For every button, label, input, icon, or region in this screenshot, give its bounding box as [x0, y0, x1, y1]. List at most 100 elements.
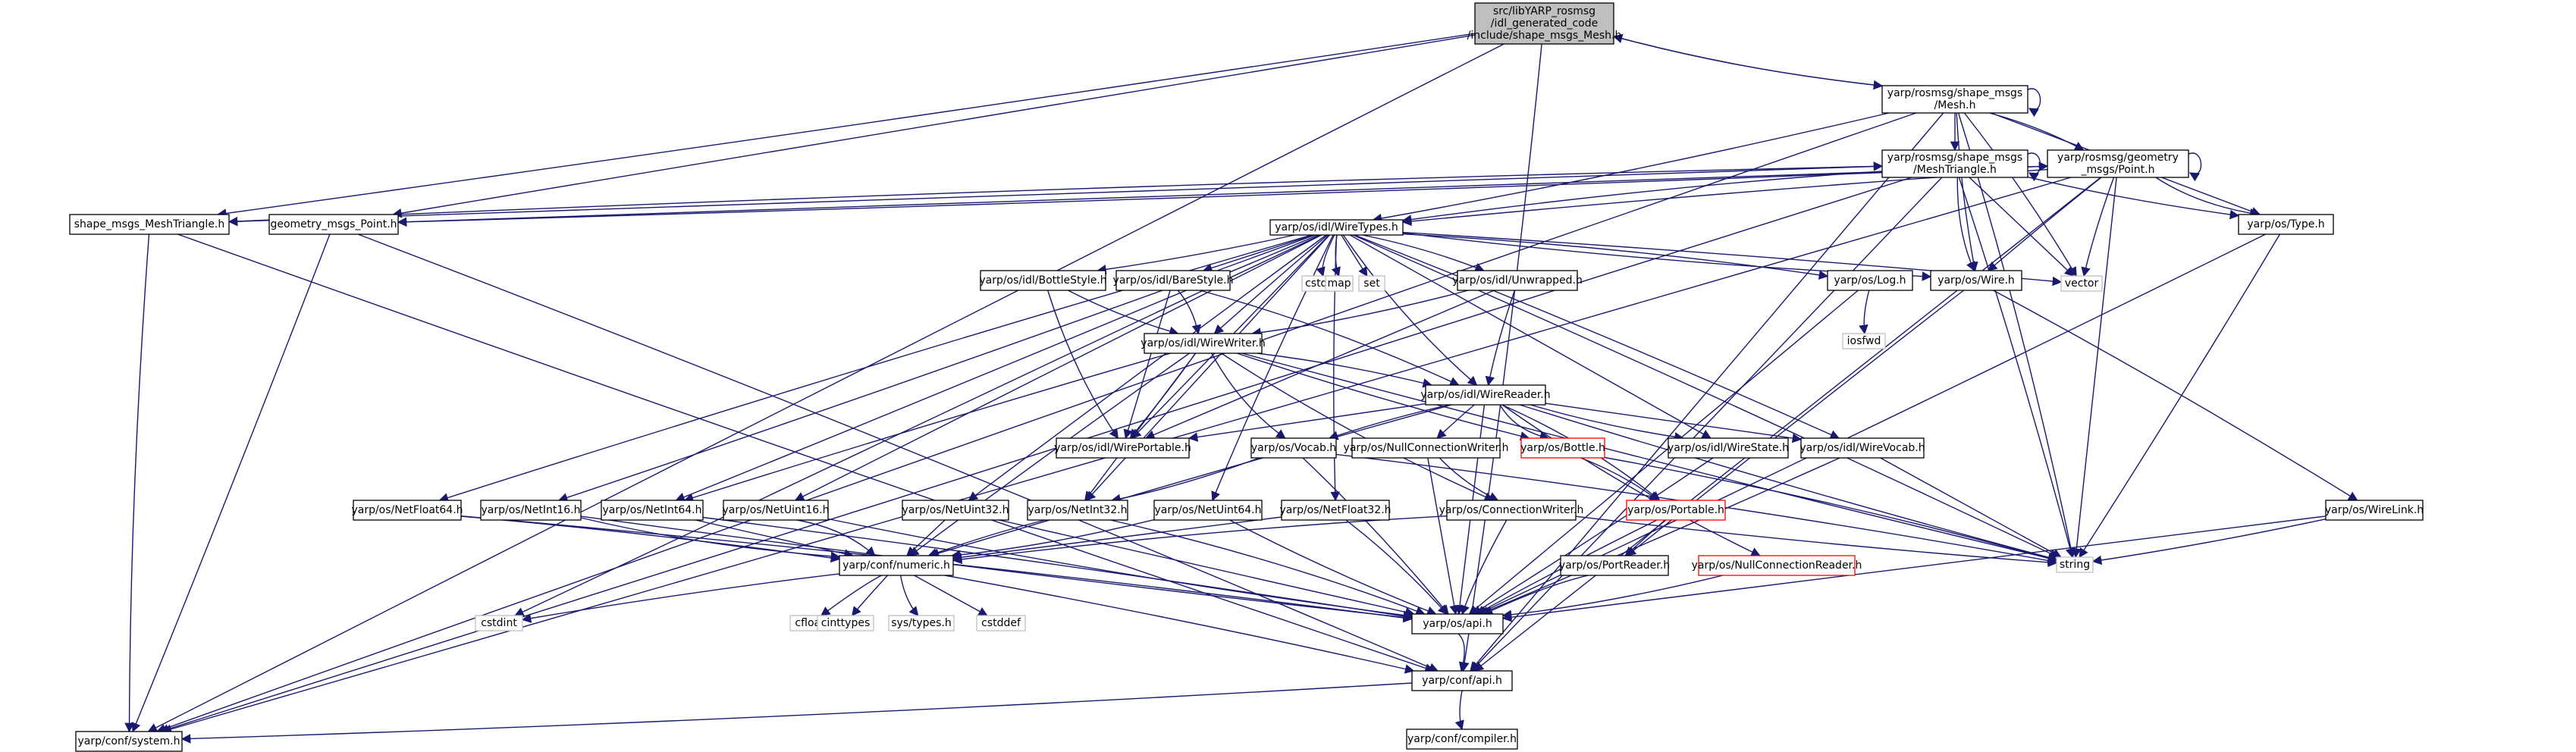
node-cstdint[interactable]: cstdint	[475, 615, 523, 631]
edge-wiretypes-to-wirereader	[1342, 234, 1478, 386]
edge-point_h-to-geometry_msgs_point	[397, 165, 2048, 227]
node-iosfwd[interactable]: iosfwd	[1842, 333, 1886, 349]
node-wirereader[interactable]: yarp/os/idl/WireReader.h	[1420, 384, 1551, 406]
node-geometry-msgs-point[interactable]: geometry_msgs_Point.h	[268, 214, 399, 235]
node-label: yarp/os/idl/WireWriter.h	[1141, 337, 1265, 349]
node-nullconnwriter[interactable]: yarp/os/NullConnectionWriter.h	[1344, 437, 1509, 459]
node-system-h[interactable]: yarp/conf/system.h	[75, 731, 183, 752]
node-conf-api[interactable]: yarp/conf/api.h	[1411, 670, 1513, 691]
node-root[interactable]: src/libYARP_rosmsg/idl_generated_code/in…	[1467, 2, 1622, 45]
edge-point_h-to-point_h	[2186, 152, 2202, 182]
node-label: yarp/os/api.h	[1423, 618, 1492, 630]
node-wirelink[interactable]: yarp/os/WireLink.h	[2325, 500, 2424, 521]
node-bottle[interactable]: yarp/os/Bottle.h	[1520, 437, 1605, 459]
node-portable[interactable]: yarp/os/Portable.h	[1626, 500, 1726, 521]
node-log-h[interactable]: yarp/os/Log.h	[1827, 270, 1913, 291]
node-box	[1827, 270, 1913, 291]
node-wire-h[interactable]: yarp/os/Wire.h	[1930, 270, 2022, 291]
edge-wirevocab-to-os_api	[1479, 457, 1840, 616]
node-netuint32[interactable]: yarp/os/NetUint32.h	[902, 500, 1009, 521]
edge-shape_msgs_meshtriangle-to-system_h	[124, 233, 150, 733]
node-map[interactable]: map	[1325, 275, 1354, 292]
node-box	[1269, 219, 1404, 236]
node-box	[1027, 500, 1128, 521]
node-netuint16[interactable]: yarp/os/NetUint16.h	[722, 500, 830, 521]
edge-numeric-to-conf_api	[944, 575, 1415, 674]
node-label: string	[2060, 559, 2090, 571]
edge-conf_api-to-compiler_h	[1454, 690, 1464, 731]
node-box	[1411, 613, 1504, 634]
node-label: sys/types.h	[891, 617, 951, 629]
node-netfloat64[interactable]: yarp/os/NetFloat64.h	[351, 500, 463, 521]
node-numeric[interactable]: yarp/conf/numeric.h	[839, 555, 954, 576]
node-meshtri-h[interactable]: yarp/rosmsg/shape_msgs/MeshTriangle.h	[1881, 149, 2028, 178]
edge-barestyle-to-wirereader	[1200, 290, 1460, 386]
node-systypes[interactable]: sys/types.h	[888, 615, 955, 631]
edge-mesh_h-to-vector	[1963, 112, 2077, 277]
edge-wiretypes-to-bottlestyle	[1097, 234, 1295, 274]
node-wiretypes[interactable]: yarp/os/idl/WireTypes.h	[1269, 219, 1404, 236]
edge-portable-to-portreader	[1624, 519, 1666, 556]
node-barestyle[interactable]: yarp/os/idl/BareStyle.h	[1113, 270, 1234, 291]
node-label: yarp/os/idl/Unwrapped.h	[1452, 274, 1583, 287]
node-wirewriter[interactable]: yarp/os/idl/WireWriter.h	[1141, 333, 1266, 354]
edge-netuint16-to-os_api	[827, 518, 1414, 620]
node-label: yarp/os/WireLink.h	[2325, 504, 2424, 516]
node-box	[1281, 500, 1390, 521]
node-label: /MeshTriangle.h	[1913, 164, 1997, 176]
edge-wiretypes-to-cstdio	[1316, 234, 1335, 277]
node-point-h[interactable]: yarp/rosmsg/geometry_msgs/Point.h	[2047, 149, 2189, 178]
node-type-h[interactable]: yarp/os/Type.h	[2238, 214, 2334, 235]
node-label: yarp/os/Wire.h	[1937, 274, 2015, 287]
edge-mesh_h-to-string	[1957, 112, 2076, 559]
edge-wirewriter-to-connwriter	[1221, 352, 1495, 502]
node-compiler-h[interactable]: yarp/conf/compiler.h	[1406, 728, 1518, 750]
node-box	[2238, 214, 2334, 235]
node-vocab[interactable]: yarp/os/Vocab.h	[1250, 437, 1337, 459]
edge-wiretypes-to-netuint32	[968, 234, 1327, 501]
node-mesh-h[interactable]: yarp/rosmsg/shape_msgs/Mesh.h	[1881, 85, 2028, 114]
edge-netint32-to-os_api	[1110, 519, 1426, 616]
node-vector[interactable]: vector	[2060, 275, 2103, 292]
node-wireportable[interactable]: yarp/os/idl/WirePortable.h	[1054, 437, 1191, 459]
node-label: yarp/os/ConnectionWriter.h	[1439, 504, 1584, 516]
node-label: yarp/os/NullConnectionWriter.h	[1344, 442, 1509, 454]
node-wirevocab[interactable]: yarp/os/idl/WireVocab.h	[1799, 437, 1925, 459]
node-label: yarp/os/NetInt32.h	[1028, 504, 1127, 516]
node-cinttypes[interactable]: cinttypes	[817, 615, 874, 631]
node-label: vector	[2065, 277, 2099, 290]
node-box	[1406, 728, 1518, 750]
edge-wirewriter-to-netint32	[1084, 352, 1197, 502]
node-os-api[interactable]: yarp/os/api.h	[1411, 613, 1504, 634]
node-netint32[interactable]: yarp/os/NetInt32.h	[1027, 500, 1128, 521]
node-portreader[interactable]: yarp/os/PortReader.h	[1559, 555, 1670, 576]
node-box	[1425, 384, 1546, 406]
node-label: yarp/os/PortReader.h	[1559, 559, 1670, 572]
node-bottlestyle[interactable]: yarp/os/idl/BottleStyle.h	[979, 270, 1107, 291]
node-cstddef[interactable]: cstddef	[976, 615, 1026, 631]
edge-unwrapped-to-wireportable	[1144, 290, 1495, 440]
edge-wirereader-to-wirestate	[1530, 404, 1684, 442]
node-netint64[interactable]: yarp/os/NetInt64.h	[601, 500, 704, 521]
node-string[interactable]: string	[2056, 556, 2094, 573]
edge-mesh_h-to-root	[1612, 33, 1883, 86]
node-box	[1881, 85, 2028, 114]
node-wirestate[interactable]: yarp/os/idl/WireState.h	[1668, 437, 1789, 459]
node-box	[69, 214, 230, 235]
edge-shape_msgs_meshtriangle-to-meshtri_h	[228, 161, 1884, 223]
edge-netint32-to-numeric	[927, 519, 1046, 558]
edge-connwriter-to-os_api	[1460, 519, 1508, 616]
node-box	[1358, 275, 1385, 292]
node-netint16[interactable]: yarp/os/NetInt16.h	[480, 500, 582, 521]
node-connwriter[interactable]: yarp/os/ConnectionWriter.h	[1439, 500, 1584, 521]
edge-numeric-to-cinttypes	[852, 575, 889, 616]
edge-root-to-conf_api	[1460, 43, 1542, 672]
node-netfloat32[interactable]: yarp/os/NetFloat32.h	[1279, 500, 1392, 521]
edge-meshtri_h-to-shape_msgs_meshtriangle	[227, 165, 1883, 227]
node-netuint64[interactable]: yarp/os/NetUint64.h	[1153, 500, 1263, 521]
node-nullconnreader[interactable]: yarp/os/NullConnectionReader.h	[1692, 555, 1862, 576]
node-shape-msgs-meshtriangle[interactable]: shape_msgs_MeshTriangle.h	[69, 214, 230, 235]
edge-root-to-mesh_h	[1613, 36, 1884, 90]
node-unwrapped[interactable]: yarp/os/idl/Unwrapped.h	[1452, 270, 1583, 291]
node-set[interactable]: set	[1358, 275, 1385, 292]
